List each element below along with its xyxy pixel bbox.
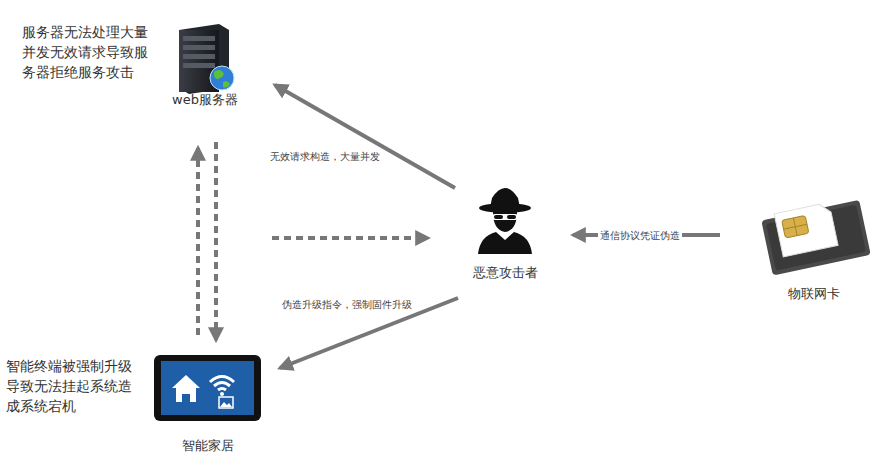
node-label: web服务器 xyxy=(165,92,245,108)
sim-card-icon xyxy=(755,188,873,283)
node-label: 智能家居 xyxy=(150,438,265,454)
note-text: 服务器无法处理大量并发无效请求导致服务器拒绝服务攻击 xyxy=(22,22,154,82)
connector-arrow xyxy=(196,148,200,335)
node-label: 物联网卡 xyxy=(755,286,873,302)
connector-arrow xyxy=(275,85,455,188)
node-label: 恶意攻击者 xyxy=(462,265,548,281)
edge-label: 通信协议凭证伪造 xyxy=(598,229,682,242)
server-icon xyxy=(165,22,245,102)
attacker-icon xyxy=(462,178,548,258)
intercept-arrow xyxy=(272,236,428,240)
edge-label: 伪造升级指令，强制固件升级 xyxy=(280,298,414,311)
iot-card-node: 物联网卡 xyxy=(755,188,873,304)
connector-arrow xyxy=(214,142,218,340)
connector-arrow xyxy=(280,298,458,368)
smart-home-node: 智能家居 xyxy=(150,352,265,456)
edge-label: 无效请求构造，大量并发 xyxy=(268,150,382,163)
attacker-node: 恶意攻击者 xyxy=(462,178,548,283)
note-text: 智能终端被强制升级导致无法挂起系统造成系统宕机 xyxy=(6,356,138,416)
server-node: web服务器 xyxy=(165,22,245,110)
tablet-icon xyxy=(150,352,265,427)
